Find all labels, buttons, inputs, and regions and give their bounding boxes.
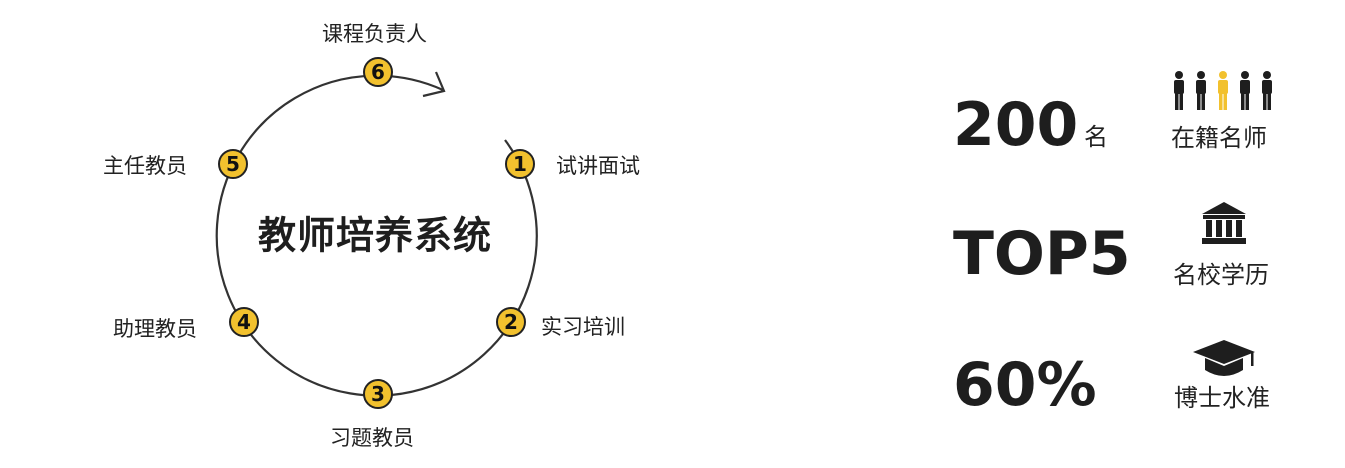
stage-label-6: 课程负责人 — [322, 22, 427, 46]
arrow-head-icon — [422, 71, 446, 98]
stat-label-teachers: 在籍名师 — [1171, 124, 1267, 152]
stage-label-3: 习题教员 — [330, 426, 414, 450]
stage-marker-3: 3 — [363, 379, 393, 409]
stat-label-phd: 博士水准 — [1174, 384, 1270, 412]
diagram-title: 教师培养系统 — [257, 213, 493, 258]
stat-value-schools: TOP5 — [953, 219, 1131, 289]
svg-text:4: 4 — [237, 310, 251, 334]
stage-label-5: 主任教员 — [103, 154, 187, 178]
stage-marker-4: 4 — [229, 307, 259, 337]
stage-label-1: 试讲面试 — [556, 154, 640, 178]
svg-text:2: 2 — [504, 310, 518, 334]
stat-value-teachers: 200 — [953, 90, 1079, 160]
svg-text:3: 3 — [371, 382, 385, 406]
stage-label-2: 实习培训 — [541, 315, 625, 339]
stat-label-schools: 名校学历 — [1173, 261, 1269, 289]
svg-text:6: 6 — [371, 60, 385, 84]
svg-text:5: 5 — [226, 152, 240, 176]
svg-text:1: 1 — [513, 152, 527, 176]
stage-marker-2: 2 — [496, 307, 526, 337]
graduation-cap-icon — [1193, 340, 1255, 376]
university-icon — [1202, 202, 1246, 244]
cycle-arc — [215, 74, 538, 397]
stage-marker-5: 5 — [218, 149, 248, 179]
stat-unit-teachers: 名 — [1084, 123, 1108, 151]
people-icon — [1174, 71, 1272, 110]
stage-marker-6: 6 — [363, 57, 393, 87]
stage-marker-1: 1 — [505, 149, 535, 179]
stat-value-phd: 60% — [953, 350, 1097, 420]
cycle-diagram: 1 2 3 4 5 6 — [215, 57, 538, 409]
stage-label-4: 助理教员 — [113, 317, 197, 341]
